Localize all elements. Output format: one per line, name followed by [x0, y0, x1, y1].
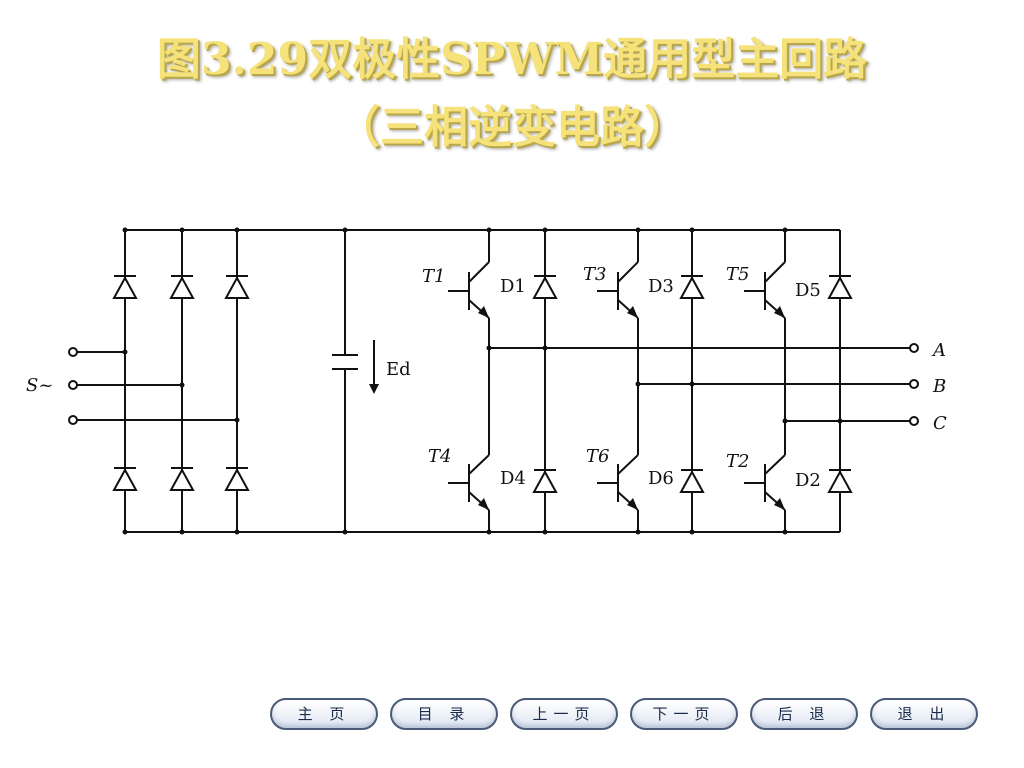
igbt-emitter-arrows [478, 306, 785, 510]
label-d2: D2 [795, 470, 821, 491]
back-button[interactable]: 后 退 [750, 698, 858, 730]
label-t5: T5 [726, 264, 749, 285]
terminals [68, 343, 919, 426]
label-d5: D5 [795, 280, 821, 301]
page-title-line1: 图3.29双极性SPWM通用型主回路 [156, 34, 868, 85]
label-d1: D1 [500, 276, 526, 297]
capacitor-label: Ed [386, 359, 411, 380]
home-button[interactable]: 主 页 [270, 698, 378, 730]
label-d4: D4 [500, 468, 526, 489]
label-d3: D3 [648, 276, 674, 297]
label-t2: T2 [726, 451, 749, 472]
output-label-b: B [932, 376, 946, 397]
label-t1: T1 [422, 266, 445, 287]
junction-dots [122, 227, 843, 535]
igbt-symbols [448, 261, 786, 511]
source-label: S~ [26, 375, 53, 396]
label-t3: T3 [583, 264, 606, 285]
page-title-line2: （三相逆变电路） [336, 102, 688, 153]
navigation-bar: 主 页 目 录 上一页 下一页 后 退 退 出 [270, 698, 978, 730]
circuit-diagram: S~ Ed T1 T3 T5 T4 T6 T2 D1 D3 D5 D4 D6 D… [26, 227, 947, 535]
label-t6: T6 [586, 446, 609, 467]
wiring [77, 229, 910, 533]
label-t4: T4 [428, 446, 451, 467]
label-d6: D6 [648, 468, 674, 489]
prev-page-button[interactable]: 上一页 [510, 698, 618, 730]
next-page-button[interactable]: 下一页 [630, 698, 738, 730]
rectifier-diodes [112, 275, 250, 491]
ed-arrow-icon [369, 384, 379, 394]
output-label-a: A [931, 340, 946, 361]
output-label-c: C [933, 413, 947, 434]
exit-button[interactable]: 退 出 [870, 698, 978, 730]
contents-button[interactable]: 目 录 [390, 698, 498, 730]
freewheel-diodes [532, 275, 853, 493]
